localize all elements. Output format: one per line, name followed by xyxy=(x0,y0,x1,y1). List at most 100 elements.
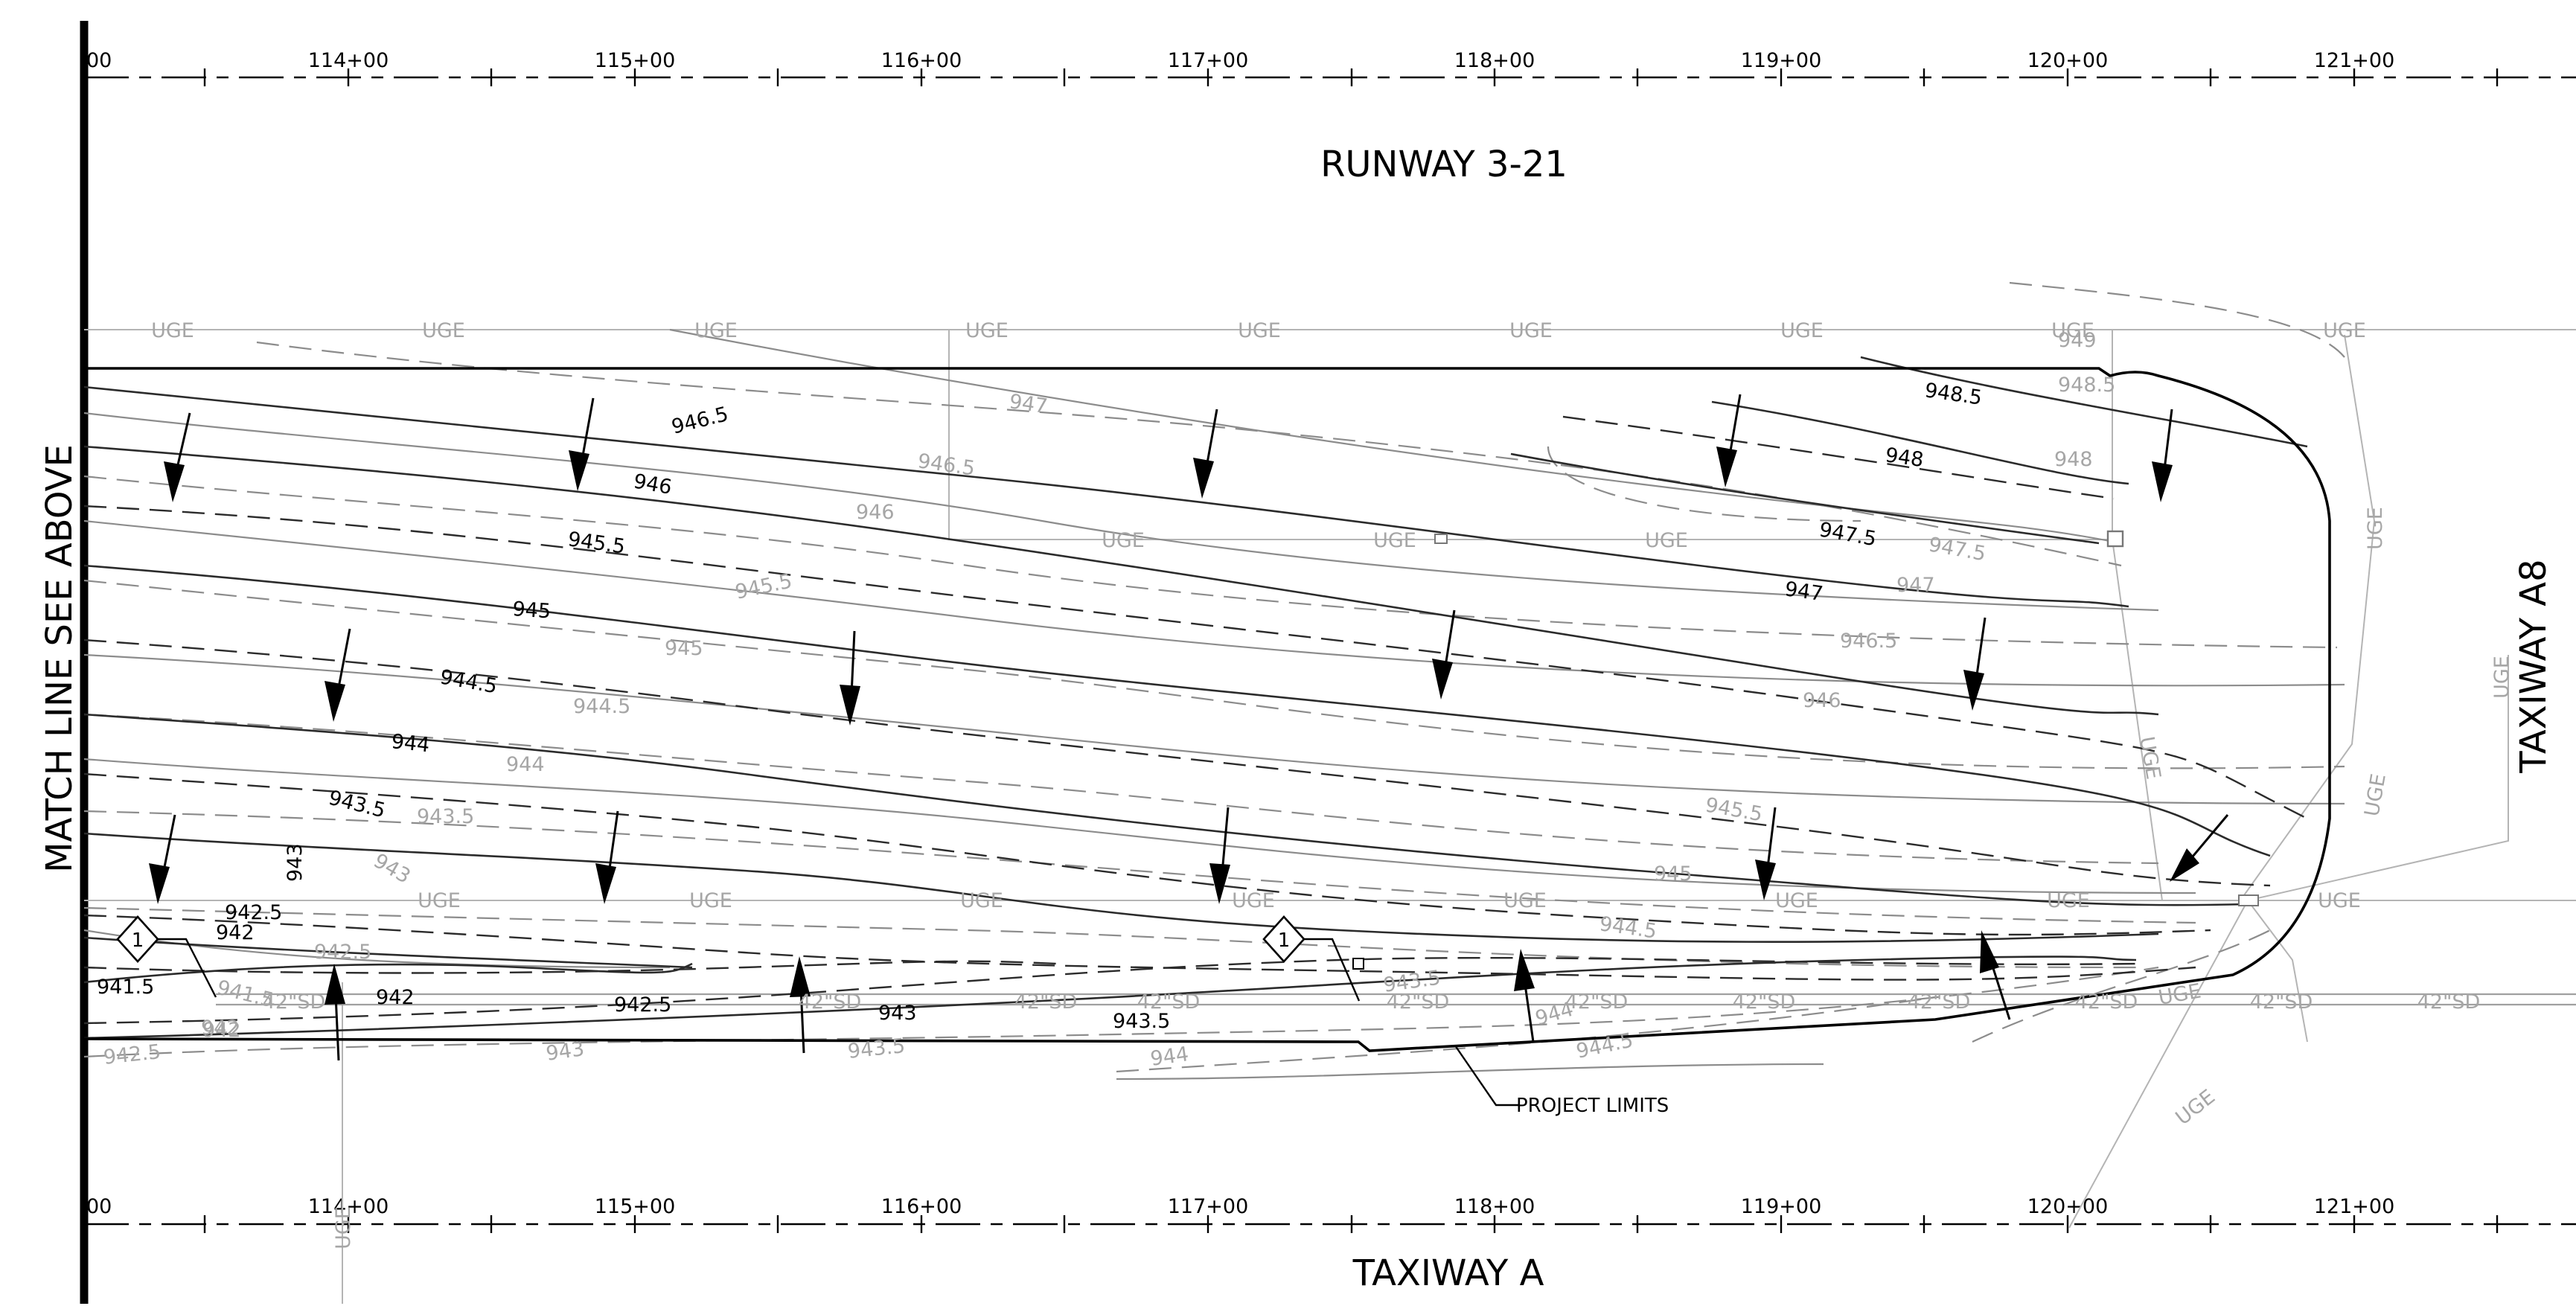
proposed-contour-labels: 946.5 946 945.5 945 944.5 944 943.5 943 … xyxy=(97,379,1984,1033)
svg-text:941.5: 941.5 xyxy=(97,976,154,999)
existing-contours xyxy=(83,281,2345,1081)
svg-text:945: 945 xyxy=(665,637,703,660)
svg-text:943: 943 xyxy=(878,1002,917,1025)
svg-text:947: 947 xyxy=(1008,390,1049,418)
svg-text:42"SD: 42"SD xyxy=(799,990,862,1014)
svg-text:945.5: 945.5 xyxy=(566,528,627,558)
svg-text:UGE: UGE xyxy=(1373,529,1416,552)
svg-text:946: 946 xyxy=(1803,689,1841,712)
svg-text:945: 945 xyxy=(1654,862,1693,886)
top-station-label: 118+00 xyxy=(1454,49,1535,72)
svg-text:943.5: 943.5 xyxy=(1113,1010,1170,1033)
bottom-station-line: 00 114+00 115+00 116+00 117+00 118+00 11… xyxy=(84,1195,2576,1233)
structure xyxy=(1434,534,1448,544)
svg-text:42"SD: 42"SD xyxy=(2250,990,2313,1014)
svg-text:UGE: UGE xyxy=(2360,772,2391,818)
svg-text:948: 948 xyxy=(2054,448,2093,471)
svg-text:946: 946 xyxy=(632,470,674,499)
svg-text:943: 943 xyxy=(545,1037,586,1066)
svg-text:946: 946 xyxy=(856,501,895,524)
top-station-label: 115+00 xyxy=(595,49,676,72)
svg-text:UGE: UGE xyxy=(694,319,738,342)
top-station-label: 117+00 xyxy=(1168,49,1249,72)
svg-text:UGE: UGE xyxy=(1102,529,1145,552)
svg-text:UGE: UGE xyxy=(2364,507,2387,550)
svg-text:42"SD: 42"SD xyxy=(1387,990,1450,1014)
svg-text:UGE: UGE xyxy=(2047,889,2090,912)
svg-text:42"SD: 42"SD xyxy=(2075,990,2138,1014)
svg-text:948: 948 xyxy=(1884,444,1925,472)
svg-text:UGE: UGE xyxy=(960,889,1003,912)
detail-tag: 1 xyxy=(116,915,217,998)
svg-text:947.5: 947.5 xyxy=(1927,533,1988,566)
svg-text:42"SD: 42"SD xyxy=(2417,990,2481,1014)
project-limits-boundary xyxy=(83,367,2331,1052)
svg-text:UGE: UGE xyxy=(2171,1085,2219,1130)
svg-text:946.5: 946.5 xyxy=(916,449,977,480)
svg-text:42"SD: 42"SD xyxy=(1565,990,1629,1014)
svg-text:942: 942 xyxy=(202,1019,241,1042)
svg-text:42"SD: 42"SD xyxy=(1733,990,1796,1014)
detail-tag: 1 xyxy=(1262,915,1364,1002)
storm-drain-labels: 42"SD 42"SD 42"SD 42"SD 42"SD 42"SD 42"S… xyxy=(263,990,2481,1014)
bottom-station-label: 115+00 xyxy=(595,1195,676,1218)
svg-text:942: 942 xyxy=(376,986,415,1009)
bottom-station-label: 118+00 xyxy=(1454,1195,1535,1218)
bottom-station-label: 120+00 xyxy=(2027,1195,2109,1218)
svg-text:UGE: UGE xyxy=(2318,889,2361,912)
project-limits-leader xyxy=(1454,1045,1518,1107)
svg-text:UGE: UGE xyxy=(689,889,732,912)
top-station-label: 121+00 xyxy=(2314,49,2395,72)
bottom-station-label: 114+00 xyxy=(308,1195,389,1218)
svg-text:942: 942 xyxy=(201,1017,240,1040)
svg-text:UGE: UGE xyxy=(2323,319,2366,342)
bottom-station-label: 119+00 xyxy=(1741,1195,1822,1218)
svg-text:UGE: UGE xyxy=(332,1206,355,1249)
top-station-line: 00 114+00 115+00 116+00 117+00 118+00 11… xyxy=(84,49,2576,86)
svg-text:42"SD: 42"SD xyxy=(1908,990,1971,1014)
svg-text:UGE: UGE xyxy=(1509,319,1553,342)
svg-text:UGE: UGE xyxy=(2135,734,2165,781)
bottom-station-label: 116+00 xyxy=(881,1195,962,1218)
runway-title: RUNWAY 3-21 xyxy=(1320,144,1567,185)
detail-tag-number: 1 xyxy=(1278,929,1291,952)
taxiway-a8-title: TAXIWAY A8 xyxy=(2513,559,2554,773)
top-station-partial: 00 xyxy=(86,49,112,72)
svg-text:944.5: 944.5 xyxy=(438,665,499,698)
match-line-label: MATCH LINE SEE ABOVE xyxy=(39,444,80,873)
svg-text:UGE: UGE xyxy=(1503,889,1547,912)
svg-text:UGE: UGE xyxy=(1775,889,1818,912)
project-limits-label: PROJECT LIMITS xyxy=(1516,1095,1669,1117)
existing-contour-labels: 949 948.5 948 947.5 947 946.5 946 945.5 … xyxy=(102,329,2115,1071)
detail-tag-number: 1 xyxy=(132,929,144,952)
svg-text:947.5: 947.5 xyxy=(1818,518,1879,551)
svg-text:943: 943 xyxy=(370,849,415,889)
svg-text:942.5: 942.5 xyxy=(102,1040,162,1069)
svg-text:948.5: 948.5 xyxy=(2058,374,2115,397)
svg-text:UGE: UGE xyxy=(418,889,461,912)
bottom-station-label: 121+00 xyxy=(2314,1195,2395,1218)
svg-text:942: 942 xyxy=(216,921,255,944)
svg-text:UGE: UGE xyxy=(1780,319,1824,342)
bottom-station-label: 117+00 xyxy=(1168,1195,1249,1218)
svg-text:943: 943 xyxy=(284,843,307,882)
top-station-label: 116+00 xyxy=(881,49,962,72)
top-station-label: 114+00 xyxy=(308,49,389,72)
svg-text:42"SD: 42"SD xyxy=(263,990,326,1014)
svg-text:UGE: UGE xyxy=(422,319,465,342)
svg-text:944.5: 944.5 xyxy=(1598,912,1658,943)
svg-text:942.5: 942.5 xyxy=(314,941,371,964)
taxiway-a-title: TAXIWAY A xyxy=(1352,1252,1544,1294)
svg-text:949: 949 xyxy=(2058,329,2097,352)
flow-arrows xyxy=(149,394,2229,1061)
utility-lines xyxy=(84,329,2576,1304)
svg-text:946.5: 946.5 xyxy=(1840,630,1897,653)
svg-text:UGE: UGE xyxy=(2051,319,2094,342)
svg-text:UGE: UGE xyxy=(965,319,1009,342)
top-station-label: 119+00 xyxy=(1741,49,1822,72)
structure xyxy=(2106,530,2124,548)
svg-text:42"SD: 42"SD xyxy=(1137,990,1201,1014)
svg-text:944: 944 xyxy=(390,730,431,757)
svg-text:944: 944 xyxy=(506,753,545,776)
